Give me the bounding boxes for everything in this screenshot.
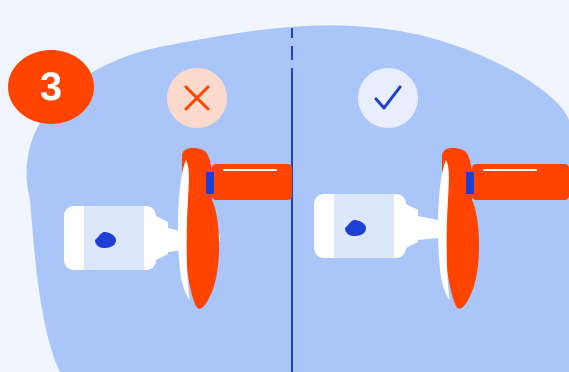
background-blob (26, 25, 569, 372)
incorrect-mark (167, 68, 227, 128)
correct-mark (358, 68, 418, 128)
correct-scene (314, 147, 569, 309)
incorrect-scene (64, 147, 292, 309)
inhaler-actuator-left (178, 147, 292, 309)
inhaler-actuator-right (432, 147, 569, 309)
cross-icon (184, 85, 210, 111)
eye-drop-bottle-right (314, 194, 438, 258)
step-badge: 3 (8, 50, 94, 124)
step-number: 3 (39, 65, 63, 109)
check-icon (374, 85, 402, 110)
